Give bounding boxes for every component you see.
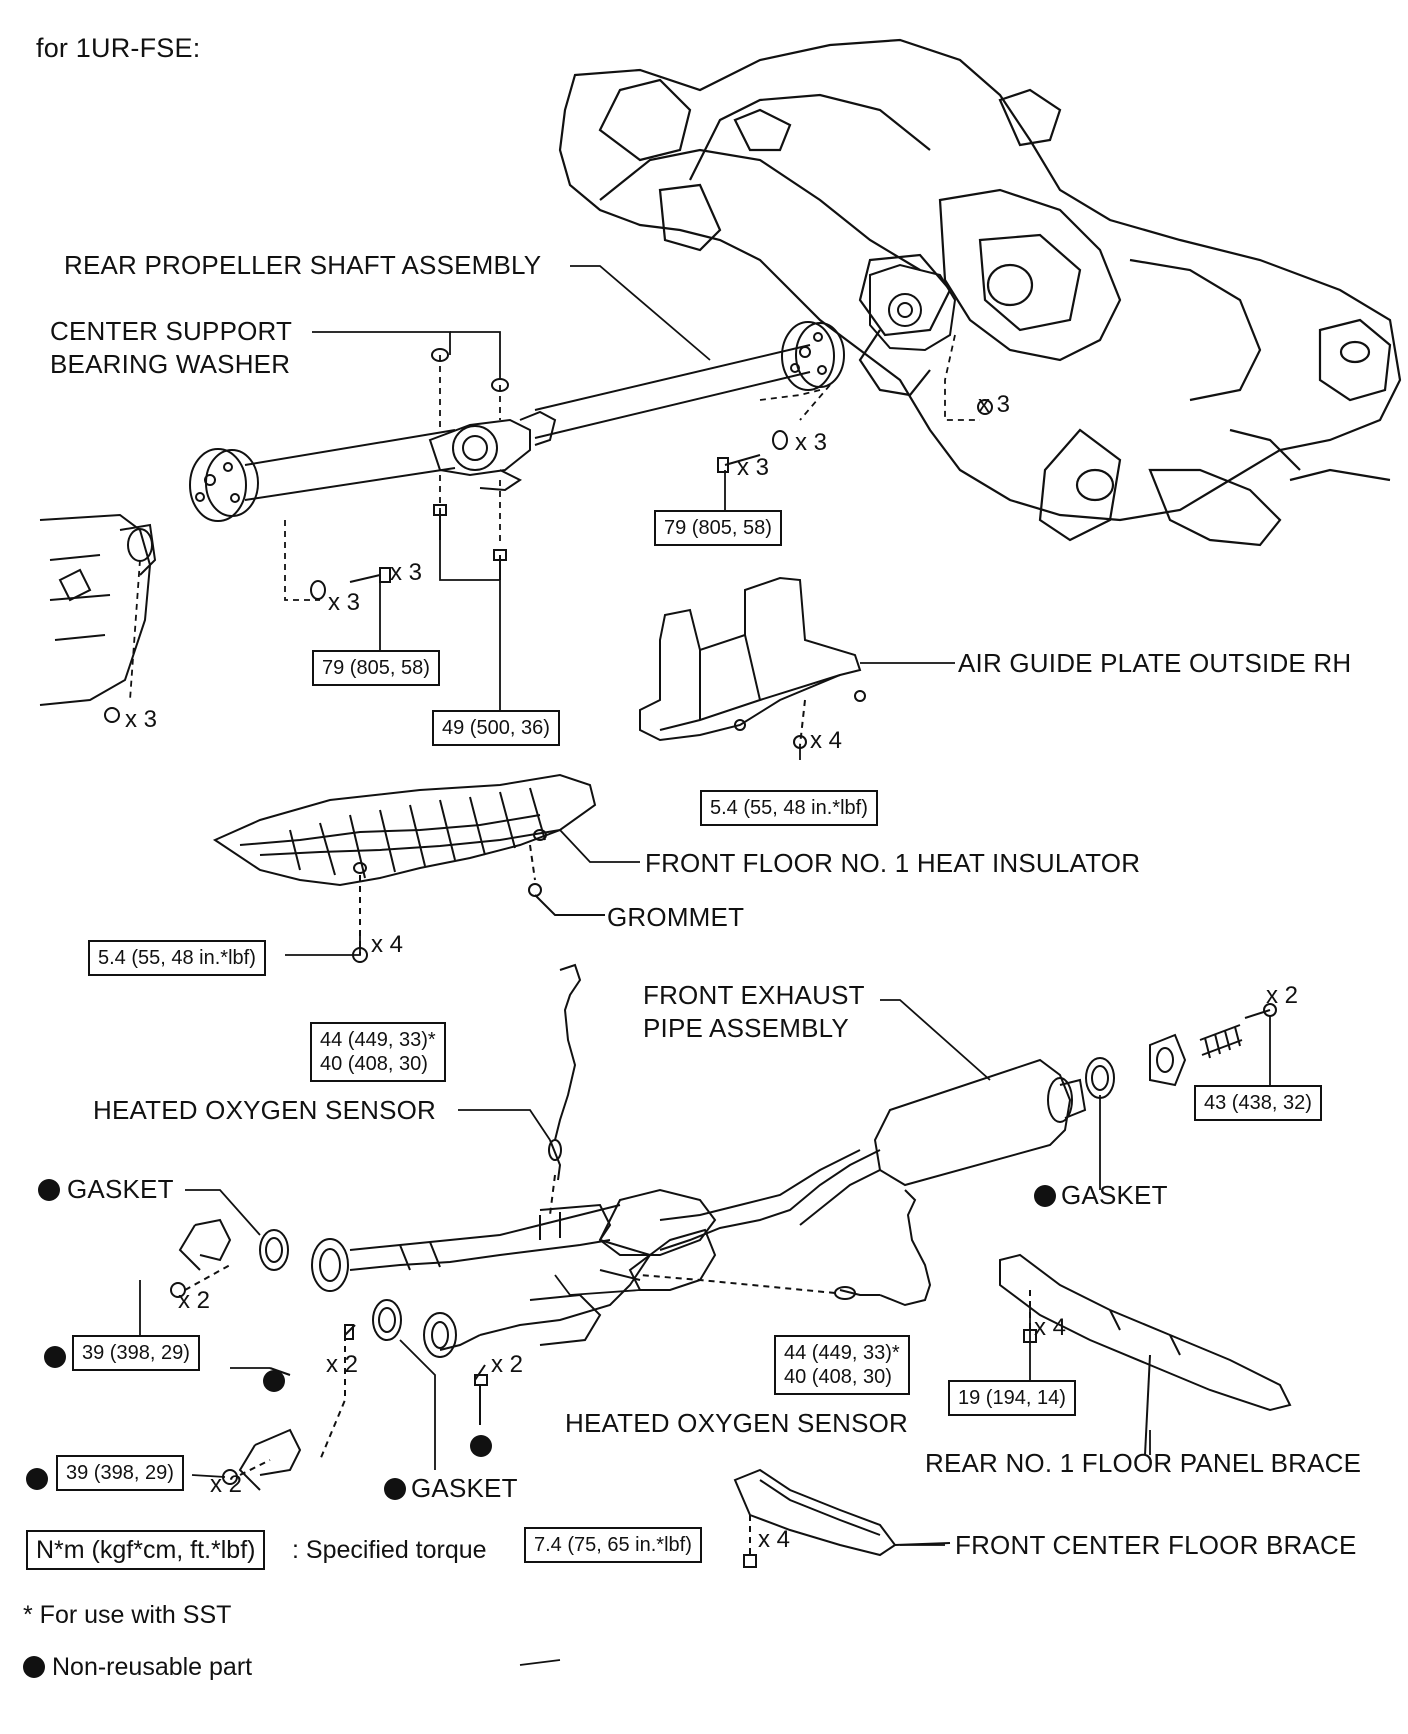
- exhaust-pipe-graphic: [311, 1058, 1087, 1358]
- label-pipe-assembly: PIPE ASSEMBLY: [643, 1013, 849, 1043]
- air-guide-plate-graphic: [639, 576, 866, 749]
- gaskets-graphic: [259, 1003, 1277, 1341]
- qty-washers-left: x 3: [328, 589, 361, 616]
- label-front-exhaust: FRONT EXHAUST: [643, 980, 865, 1010]
- torque-5-4-insulator: 5.4 (55, 48 in.*lbf): [88, 940, 266, 976]
- nonreusable-dot: [1034, 1185, 1056, 1207]
- torque-5-4-air-guide: 5.4 (55, 48 in.*lbf): [700, 790, 878, 826]
- label-center-support: CENTER SUPPORT: [50, 316, 293, 346]
- qty-bolts-right-flange: x 2: [491, 1351, 524, 1378]
- qty-washers-right: x 3: [795, 429, 828, 456]
- torque-79-upper: 79 (805, 58): [654, 510, 782, 546]
- rear-propeller-shaft-graphic: [189, 321, 845, 522]
- torque-19: 19 (194, 14): [948, 1380, 1076, 1416]
- exhaust-fasteners-graphic: [170, 1218, 488, 1491]
- qty-air-guide-bolts: x 4: [810, 727, 843, 754]
- label-leaders: [185, 265, 1151, 1546]
- legend-torque-desc: : Specified torque: [292, 1536, 487, 1564]
- torque-39-lower: 39 (398, 29): [56, 1455, 184, 1491]
- label-heated-o2-upper: HEATED OXYGEN SENSOR: [93, 1095, 437, 1125]
- qty-diff-nuts: x 3: [978, 391, 1011, 418]
- shaft-fasteners: [104, 348, 993, 723]
- qty-nuts-upper: x 2: [178, 1287, 211, 1314]
- label-gasket-bottom: GASKET: [411, 1473, 518, 1503]
- rear-floor-brace-graphic: [999, 1253, 1292, 1456]
- torque-7-4: 7.4 (75, 65 in.*lbf): [524, 1527, 702, 1563]
- label-grommet: GROMMET: [607, 902, 745, 932]
- label-front-center-brace: FRONT CENTER FLOOR BRACE: [955, 1530, 1357, 1560]
- label-rear-floor-brace: REAR NO. 1 FLOOR PANEL BRACE: [925, 1448, 1362, 1478]
- front-center-brace-graphic: [733, 1468, 951, 1568]
- nonreusable-dot: [38, 1179, 60, 1201]
- label-air-guide-plate: AIR GUIDE PLATE OUTSIDE RH: [958, 648, 1352, 678]
- label-bearing-washer: BEARING WASHER: [50, 349, 291, 379]
- nonreusable-dot: [470, 1435, 492, 1457]
- legend-sst-note: * For use with SST: [23, 1601, 232, 1629]
- heat-insulator-graphic: [212, 773, 605, 963]
- qty-bolts-left: x 3: [390, 559, 423, 586]
- torque-43: 43 (438, 32): [1194, 1085, 1322, 1121]
- differential: [869, 263, 957, 352]
- nonreusable-dot: [26, 1468, 48, 1490]
- torque-44-lower: 44 (449, 33)*40 (408, 30): [774, 1335, 910, 1395]
- qty-bolts-mid: x 2: [326, 1351, 359, 1378]
- qty-nuts-lower: x 2: [210, 1471, 243, 1498]
- legend-torque-units: N*m (kgf*cm, ft.*lbf): [26, 1530, 266, 1570]
- transmission: [39, 513, 157, 706]
- qty-rear-flange-bolts: x 2: [1266, 982, 1299, 1009]
- qty-rear-brace-bolts: x 4: [1034, 1314, 1067, 1341]
- qty-transmission-nuts: x 3: [125, 706, 158, 733]
- label-heated-o2-lower: HEATED OXYGEN SENSOR: [565, 1408, 909, 1438]
- torque-44-upper: 44 (449, 33)*40 (408, 30): [310, 1022, 446, 1082]
- nonreusable-dot: [263, 1370, 285, 1392]
- label-gasket-right: GASKET: [1061, 1180, 1168, 1210]
- label-rear-propeller-shaft: REAR PROPELLER SHAFT ASSEMBLY: [64, 250, 542, 280]
- torque-49: 49 (500, 36): [432, 710, 560, 746]
- qty-front-brace-bolts: x 4: [758, 1526, 791, 1553]
- label-heat-insulator: FRONT FLOOR NO. 1 HEAT INSULATOR: [645, 848, 1141, 878]
- qty-bolts-right: x 3: [737, 454, 770, 481]
- nonreusable-dot: [44, 1346, 66, 1368]
- label-gasket-left: GASKET: [67, 1174, 174, 1204]
- qty-insulator-nuts: x 4: [371, 931, 404, 958]
- oxygen-sensors-graphic: [548, 963, 932, 1307]
- shaft-fastener-leaders: [129, 334, 980, 701]
- legend-nonreusable: Non-reusable part: [52, 1653, 253, 1681]
- torque-79-lower: 79 (805, 58): [312, 650, 440, 686]
- engine-title: for 1UR-FSE:: [36, 33, 201, 63]
- rear-suspension-member: [558, 38, 1402, 547]
- nonreusable-dot: [384, 1478, 406, 1500]
- legend-nonreusable-dot: [23, 1656, 45, 1678]
- torque-39-upper: 39 (398, 29): [72, 1335, 200, 1371]
